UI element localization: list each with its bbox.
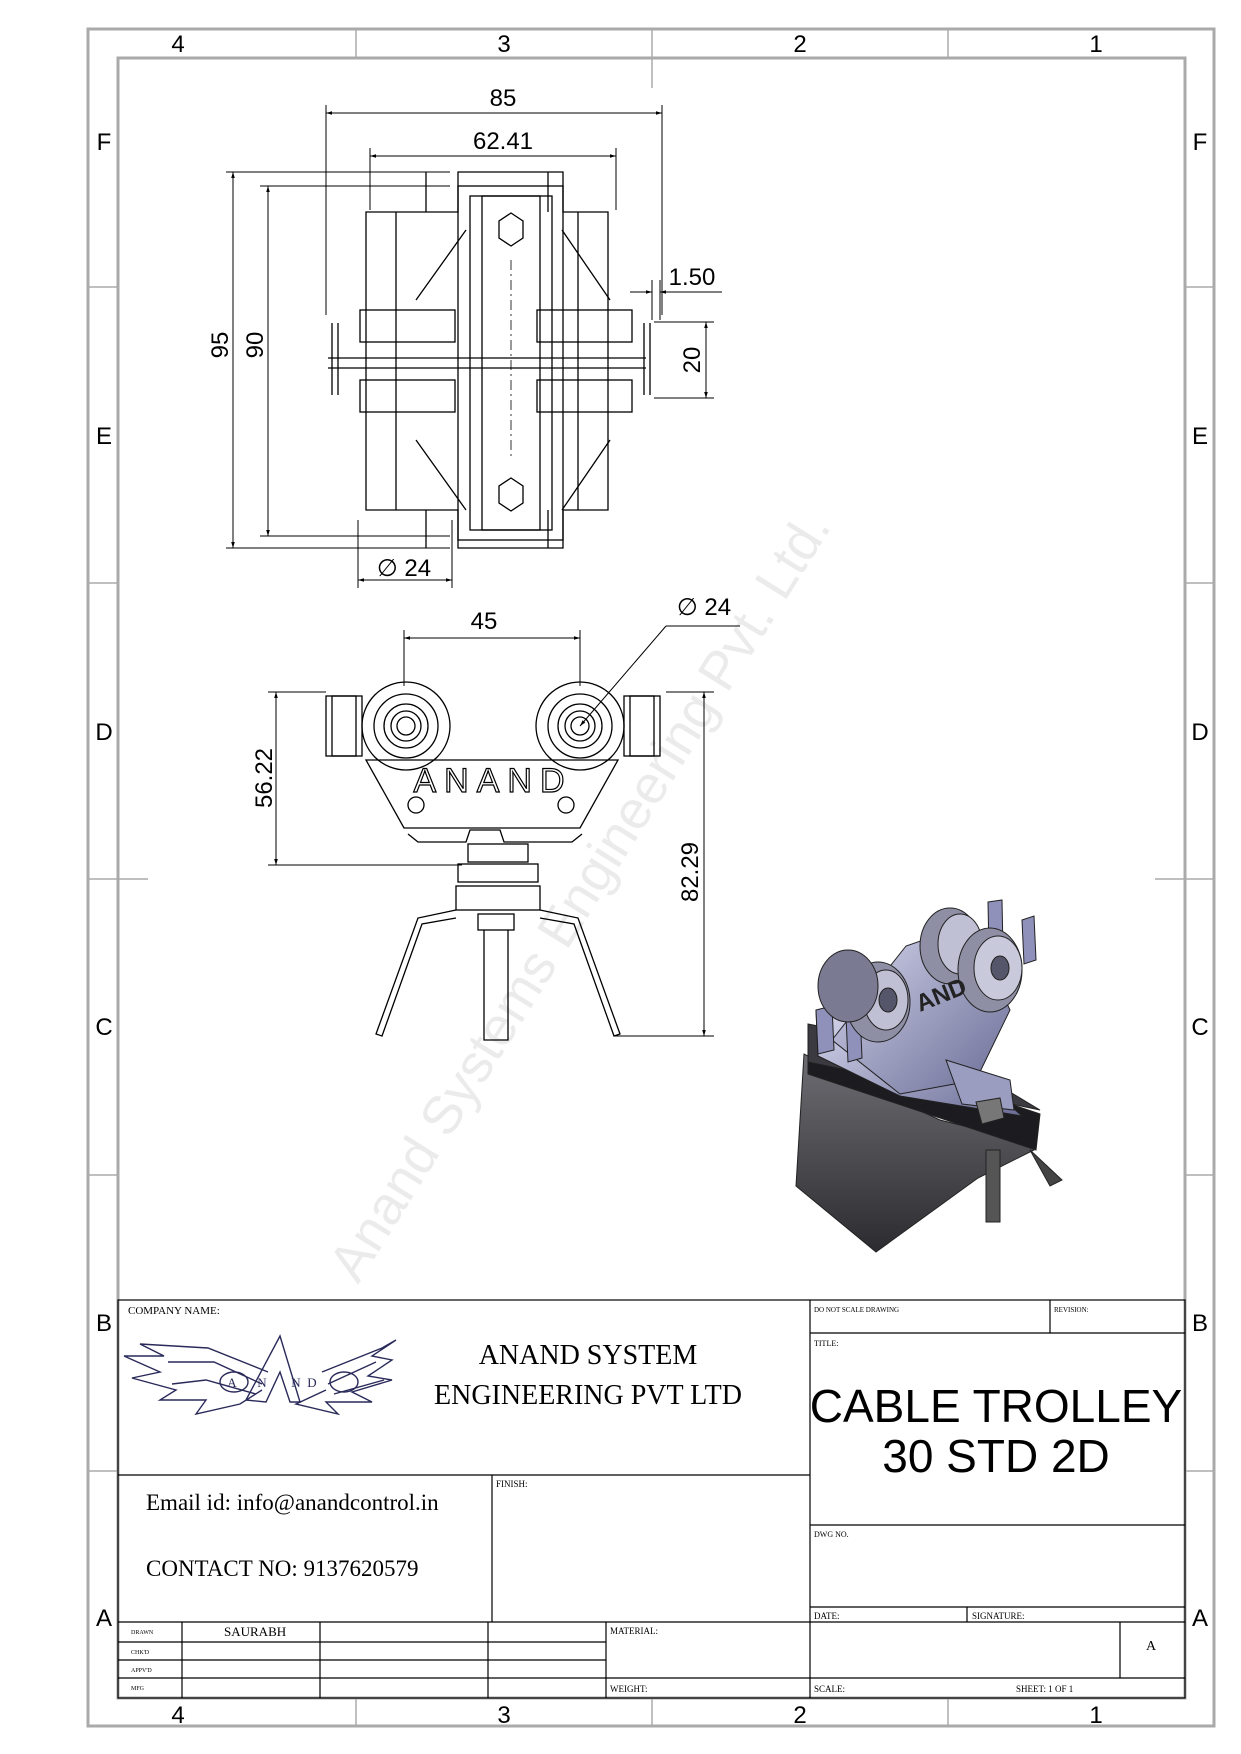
material-label: MATERIAL: [610, 1626, 658, 1636]
logo-letters: A N N D [227, 1375, 316, 1390]
svg-text:4: 4 [171, 1702, 184, 1729]
svg-text:F: F [97, 129, 112, 156]
isometric-view [795, 899, 1063, 1253]
top-view [328, 171, 651, 549]
svg-text:A: A [227, 1375, 237, 1390]
svg-text:N: N [257, 1375, 267, 1390]
sheet-label: SHEET: 1 OF 1 [1016, 1684, 1073, 1694]
watermark: Anand Systems Engineering Pvt. Ltd. [317, 501, 842, 1291]
svg-text:1.50: 1.50 [669, 264, 716, 291]
svg-text:B: B [1192, 1310, 1208, 1337]
svg-text:56.22: 56.22 [251, 748, 278, 808]
drawn-by-value: SAURABH [224, 1624, 286, 1639]
svg-text:3: 3 [497, 31, 510, 58]
revision-label: REVISION: [1054, 1306, 1089, 1314]
svg-text:2: 2 [793, 1702, 806, 1729]
drawn-label: DRAWN [131, 1630, 154, 1636]
front-view-body-lettering: ANAND [413, 762, 572, 800]
contact-text: CONTACT NO: 9137620579 [146, 1556, 418, 1581]
date-label: DATE: [814, 1611, 840, 1621]
svg-text:4: 4 [171, 31, 184, 58]
title-label: TITLE: [814, 1339, 838, 1348]
svg-text:∅ 24: ∅ 24 [677, 594, 731, 621]
svg-text:A: A [1192, 1605, 1208, 1632]
drawing-title-line1: CABLE TROLLEY [810, 1380, 1182, 1432]
email-text: Email id: info@anandcontrol.in [146, 1490, 439, 1515]
svg-text:B: B [96, 1310, 112, 1337]
finish-label: FINISH: [496, 1479, 528, 1489]
svg-text:85: 85 [490, 85, 517, 112]
svg-text:E: E [1192, 423, 1208, 450]
do-not-scale-label: DO NOT SCALE DRAWING [814, 1306, 899, 1314]
svg-text:F: F [1193, 129, 1208, 156]
svg-text:2: 2 [793, 31, 806, 58]
dwg-no-label: DWG NO. [814, 1530, 849, 1539]
svg-text:1: 1 [1089, 31, 1102, 58]
scale-label: SCALE: [814, 1684, 845, 1694]
chkd-label: CHK'D [131, 1650, 150, 1656]
svg-text:D: D [1191, 719, 1208, 746]
company-name-line2: ENGINEERING PVT LTD [434, 1380, 742, 1411]
title-block [117, 1299, 1186, 1699]
drawing-title-line2: 30 STD 2D [882, 1430, 1110, 1482]
svg-text:3: 3 [497, 1702, 510, 1729]
front-view-dimension-labels: 45 ∅ 24 56.22 82.29 [251, 594, 731, 902]
svg-text:90: 90 [242, 332, 269, 359]
svg-text:62.41: 62.41 [473, 128, 533, 155]
svg-text:45: 45 [471, 608, 498, 635]
svg-text:82.29: 82.29 [677, 842, 704, 902]
weight-label: WEIGHT: [610, 1684, 648, 1694]
top-view-dimensions [226, 105, 722, 588]
company-name-label: COMPANY NAME: [128, 1305, 220, 1317]
front-view-dimensions [268, 625, 740, 1037]
svg-text:1: 1 [1089, 1702, 1102, 1729]
svg-text:20: 20 [679, 347, 706, 374]
svg-text:∅ 24: ∅ 24 [377, 555, 431, 582]
size-value: A [1146, 1639, 1157, 1654]
svg-text:95: 95 [207, 332, 234, 359]
svg-text:E: E [96, 423, 112, 450]
company-logo [123, 1334, 397, 1416]
zone-labels: 4 3 2 1 4 3 2 1 F E D C B A F E D C B A [95, 31, 1208, 1729]
appvd-label: APPV'D [131, 1668, 152, 1674]
svg-text:D: D [307, 1375, 316, 1390]
top-view-dimension-labels: 85 62.41 1.50 95 90 20 ∅ 24 [207, 85, 715, 582]
svg-text:C: C [95, 1014, 112, 1041]
svg-text:C: C [1191, 1014, 1208, 1041]
company-name-line1: ANAND SYSTEM [479, 1340, 698, 1371]
svg-text:A: A [96, 1605, 112, 1632]
svg-text:N: N [291, 1375, 301, 1390]
mfg-label: MFG [131, 1686, 145, 1692]
signature-label: SIGNATURE: [972, 1611, 1025, 1621]
svg-text:D: D [95, 719, 112, 746]
